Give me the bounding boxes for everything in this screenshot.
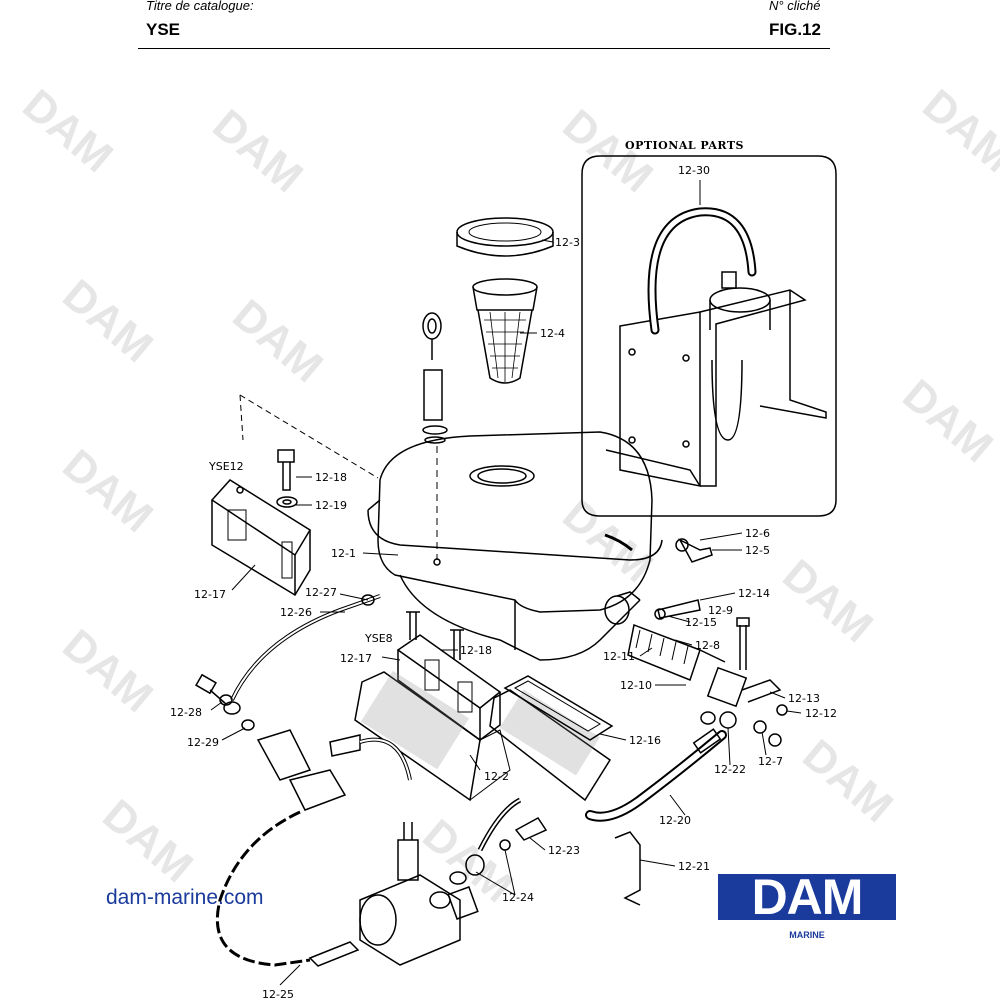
catalogue-value: YSE — [146, 20, 181, 39]
callout-label: 12-11 — [603, 650, 635, 663]
callout-label: 12-30 — [678, 164, 710, 177]
callout-label: 12-13 — [788, 692, 820, 705]
return-pipe — [215, 810, 311, 967]
callout-label: 12-28 — [170, 706, 202, 719]
callout-label: 12-7 — [758, 755, 783, 768]
logo-subtitle: MARINE — [789, 930, 825, 940]
site-link[interactable]: dam-marine.com — [106, 886, 264, 909]
banjo-fitting — [256, 729, 412, 811]
fuel-pump — [359, 822, 479, 966]
callout-label: 12-5 — [745, 544, 770, 557]
watermark: DAM — [94, 790, 202, 892]
frame — [503, 675, 614, 741]
watermark: DAM — [54, 270, 162, 372]
callout-label: 12-15 — [685, 616, 717, 629]
lower-bracket — [396, 611, 502, 742]
cliche-label: N° cliché — [769, 0, 821, 13]
optional-parts-title: OPTIONAL PARTS — [625, 139, 744, 152]
fuel-cock — [604, 538, 788, 747]
watermark: DAM — [774, 550, 882, 652]
callout-label: 12-22 — [714, 763, 746, 776]
callout-label: 12-10 — [620, 679, 652, 692]
watermark: DAM — [554, 490, 662, 592]
catalogue-label: Titre de catalogue: — [146, 0, 254, 13]
watermark: DAM — [224, 290, 332, 392]
callout-label: 12-19 — [315, 499, 347, 512]
hose-clip — [614, 831, 641, 906]
watermark-layer: DAM DAM DAM DAM DAM DAM DAM DAM DAM DAM … — [14, 80, 1000, 912]
filler-cap — [456, 217, 554, 257]
header-rule — [138, 48, 830, 49]
callout-label: 12-20 — [659, 814, 691, 827]
watermark: DAM — [914, 80, 1000, 182]
callout-label: 12-8 — [695, 639, 720, 652]
callout-label: 12-1 — [331, 547, 356, 560]
callout-label: 12-23 — [548, 844, 580, 857]
callout-label: 12-9 — [708, 604, 733, 617]
strainer — [472, 278, 538, 384]
callout-label: 12-26 — [280, 606, 312, 619]
dam-marine-logo: DAM MARINE — [718, 872, 896, 940]
callout-label: 12-17 — [194, 588, 226, 601]
callout-label: 12-21 — [678, 860, 710, 873]
cliche-value: FIG.12 — [769, 20, 821, 39]
eye-bolt — [422, 312, 448, 560]
callout-label: 12-16 — [629, 734, 661, 747]
callout-label: 12-18 — [315, 471, 347, 484]
callout-label: 12-3 — [555, 236, 580, 249]
watermark: DAM — [794, 730, 902, 832]
callout-label: 12-14 — [738, 587, 770, 600]
callout-label: 12-2 — [484, 770, 509, 783]
callout-label: YSE8 — [364, 632, 393, 645]
callout-label: 12-27 — [305, 586, 337, 599]
callout-label: 12-12 — [805, 707, 837, 720]
callout-label: 12-17 — [340, 652, 372, 665]
callout-label: 12-4 — [540, 327, 565, 340]
watermark: DAM — [54, 440, 162, 542]
watermark: DAM — [14, 80, 122, 182]
callout-label: YSE12 — [208, 460, 244, 473]
leader-lines — [210, 239, 802, 986]
watermark: DAM — [54, 620, 162, 722]
callout-label: 12-29 — [187, 736, 219, 749]
logo-wordmark: DAM — [718, 872, 896, 922]
mount-bracket — [210, 479, 312, 597]
callout-label: 12-18 — [460, 644, 492, 657]
bolt — [276, 449, 298, 508]
rubber-pad — [354, 670, 612, 802]
fuel-hose — [585, 730, 727, 822]
callout-label: 12-24 — [502, 891, 534, 904]
fuel-tank — [367, 431, 663, 661]
optional-parts-box — [581, 155, 837, 517]
callout-label: 12-6 — [745, 527, 770, 540]
watermark: DAM — [204, 100, 312, 202]
callout-label: 12-25 — [262, 988, 294, 1000]
callout-labels: 12-30 12-3 12-4 YSE12 12-18 12-19 12-1 1… — [170, 164, 837, 1000]
watermark: DAM — [894, 370, 1000, 472]
